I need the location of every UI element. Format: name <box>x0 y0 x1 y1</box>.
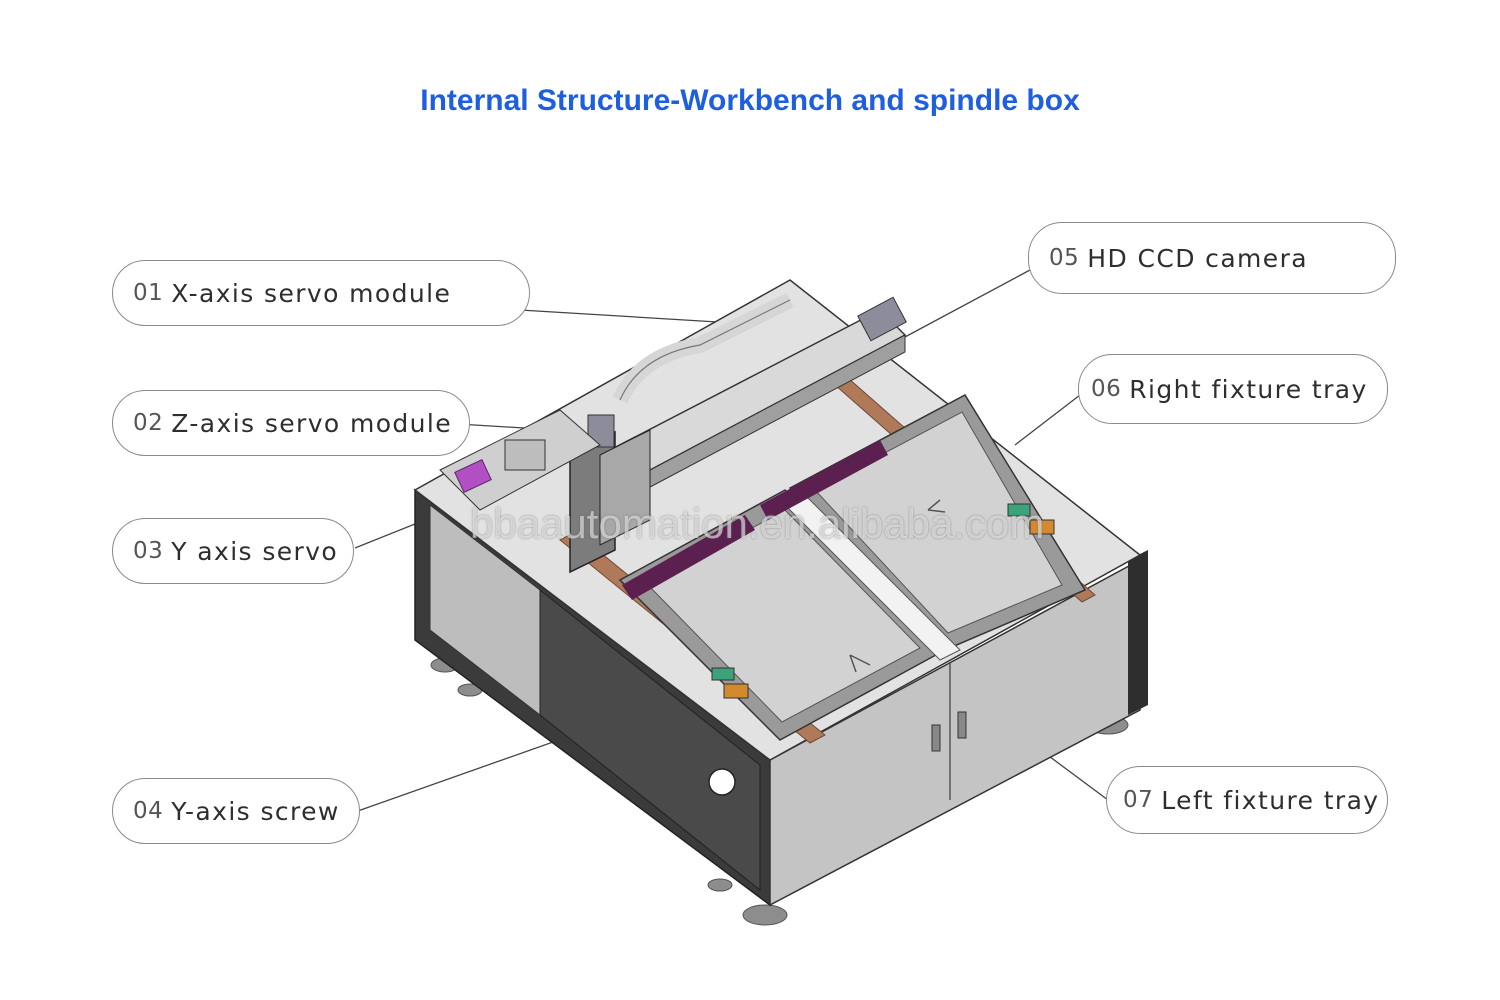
callout-number: 07 <box>1123 787 1154 813</box>
callout-label: X-axis servo module <box>171 278 452 308</box>
callout-y-axis-screw: 04 Y-axis screw <box>112 778 360 844</box>
callout-label: HD CCD camera <box>1087 243 1308 273</box>
callout-number: 03 <box>133 538 164 564</box>
callout-number: 01 <box>133 280 164 306</box>
callout-label: Left fixture tray <box>1161 785 1380 815</box>
callout-number: 06 <box>1091 376 1122 402</box>
callout-hd-ccd-camera: 05 HD CCD camera <box>1028 222 1396 294</box>
callout-right-fixture-tray: 06 Right fixture tray <box>1078 354 1388 424</box>
callout-label: Y-axis screw <box>171 796 340 826</box>
diagram-title: Internal Structure-Workbench and spindle… <box>420 84 1080 117</box>
callout-x-axis-servo-module: 01 X-axis servo module <box>112 260 530 326</box>
callout-label: Y axis servo <box>171 536 339 566</box>
callout-z-axis-servo-module: 02 Z-axis servo module <box>112 390 470 456</box>
callout-number: 02 <box>133 410 164 436</box>
callout-y-axis-servo: 03 Y axis servo <box>112 518 354 584</box>
callout-label: Z-axis servo module <box>171 408 453 438</box>
callout-number: 05 <box>1049 245 1080 271</box>
watermark: bbaautomation.en.alibaba.com <box>470 500 1045 547</box>
callout-left-fixture-tray: 07 Left fixture tray <box>1106 766 1388 834</box>
callout-label: Right fixture tray <box>1129 374 1368 404</box>
callout-number: 04 <box>133 798 164 824</box>
